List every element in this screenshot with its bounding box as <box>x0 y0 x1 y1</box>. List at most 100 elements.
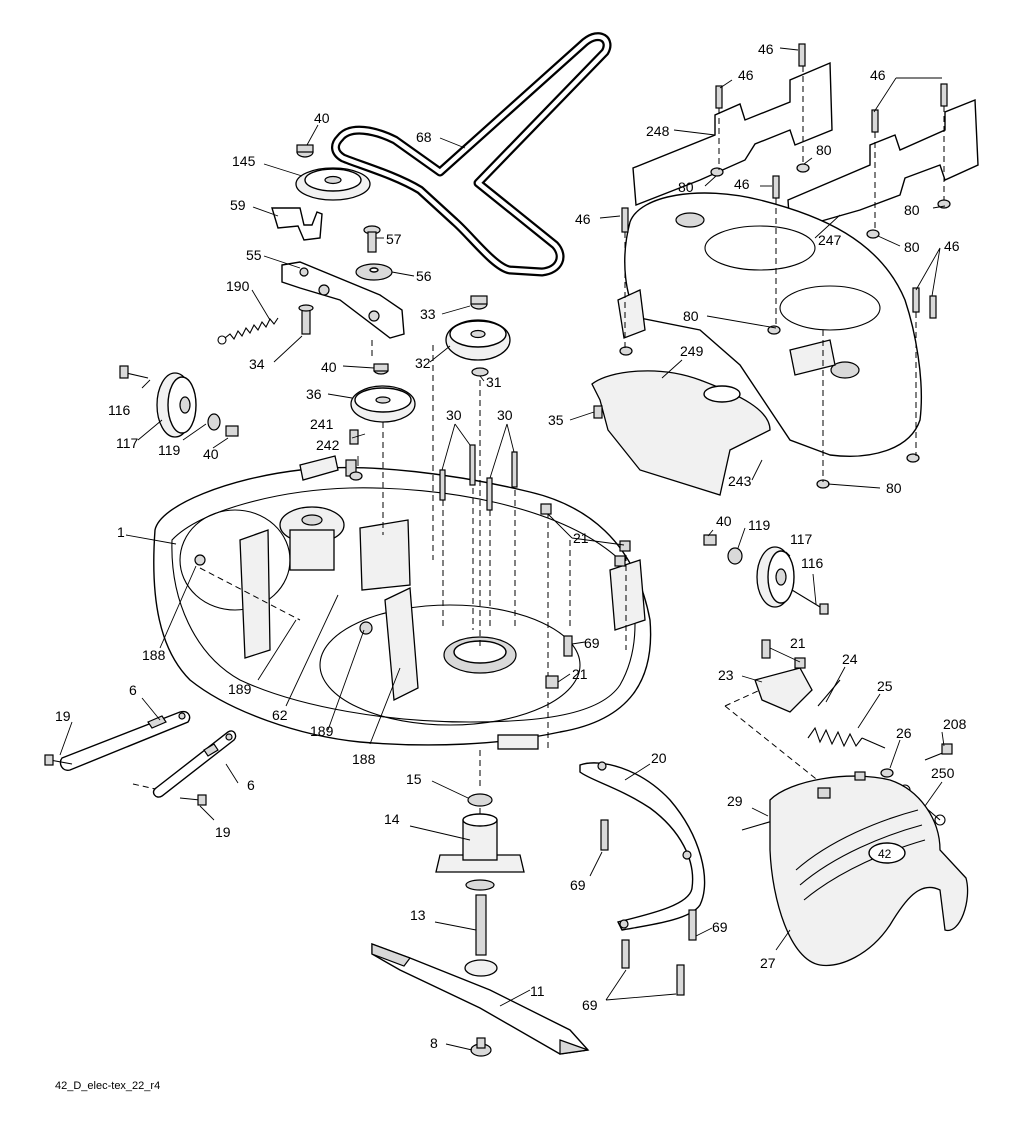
pulley-36 <box>350 385 416 423</box>
spacer-56 <box>355 263 393 281</box>
callout-25: 25 <box>877 678 893 694</box>
deck-cover-243 <box>617 192 923 457</box>
callout-46: 46 <box>738 67 754 83</box>
callout-40: 40 <box>203 446 219 462</box>
bolt-34 <box>298 304 314 335</box>
callout-21: 21 <box>572 666 588 682</box>
callout-6: 6 <box>129 682 137 698</box>
bolts-69 <box>600 819 697 996</box>
callout-6: 6 <box>247 777 255 793</box>
callout-241: 241 <box>310 416 334 432</box>
callout-116: 116 <box>108 402 131 418</box>
callout-31: 31 <box>486 374 502 390</box>
callout-80: 80 <box>683 308 699 324</box>
callout-35: 35 <box>548 412 564 428</box>
callout-21: 21 <box>573 530 589 546</box>
callout-30: 30 <box>446 407 462 423</box>
callout-40: 40 <box>314 110 330 126</box>
callout-20: 20 <box>651 750 667 766</box>
leader-lines <box>59 47 946 1051</box>
callout-68: 68 <box>416 129 432 145</box>
spring-190 <box>217 317 279 345</box>
cover-dashed-lines <box>624 66 945 482</box>
deck-bolts-30 <box>439 444 518 511</box>
drive-belt <box>331 32 612 277</box>
callout-69: 69 <box>712 919 728 935</box>
callout-21: 21 <box>790 635 806 651</box>
bearing-15 <box>467 793 493 807</box>
callout-69: 69 <box>584 635 600 651</box>
callout-62: 62 <box>272 707 288 723</box>
callout-188: 188 <box>352 751 376 767</box>
callout-23: 23 <box>718 667 734 683</box>
nuts-21 <box>540 503 631 689</box>
bolt-19-lower <box>179 794 207 806</box>
pin-24 <box>817 679 841 707</box>
callout-119: 119 <box>748 517 771 533</box>
callout-40: 40 <box>716 513 732 529</box>
gauge-wheel-right <box>703 534 829 615</box>
callout-1: 1 <box>117 524 125 540</box>
callout-248: 248 <box>646 123 670 139</box>
callout-46: 46 <box>870 67 886 83</box>
callout-14: 14 <box>384 811 400 827</box>
bolt-19-upper <box>44 754 73 766</box>
callout-55: 55 <box>246 247 262 263</box>
discharge-chute-27 <box>769 771 969 967</box>
callout-13: 13 <box>410 907 426 923</box>
callout-80: 80 <box>904 202 920 218</box>
callout-29: 29 <box>727 793 743 809</box>
callout-36: 36 <box>306 386 322 402</box>
callout-33: 33 <box>420 306 436 322</box>
callout-34: 34 <box>249 356 265 372</box>
deck-link-6-upper <box>59 710 191 771</box>
callout-250: 250 <box>931 765 955 781</box>
deck-link-6-lower <box>152 730 237 798</box>
gauge-wheel-left <box>119 365 239 438</box>
spindle-housing-14 <box>435 813 525 891</box>
callout-46: 46 <box>734 176 750 192</box>
diagram-code: 42_D_elec-tex_22_r4 <box>55 1080 161 1092</box>
bolt-208 <box>924 743 953 761</box>
callout-189: 189 <box>310 723 334 739</box>
callout-116: 116 <box>801 555 824 571</box>
callout-19: 19 <box>215 824 231 840</box>
mower-deck-1 <box>153 429 652 750</box>
callout-24: 24 <box>842 651 858 667</box>
nut-40-mid <box>373 363 389 375</box>
callout-15: 15 <box>406 771 422 787</box>
callout-46: 46 <box>944 238 960 254</box>
pulley-32 <box>445 319 511 361</box>
callout-80: 80 <box>904 239 920 255</box>
callout-117: 117 <box>116 435 139 451</box>
chute-emblem: 42 <box>878 847 892 861</box>
callout-26: 26 <box>896 725 912 741</box>
callout-189: 189 <box>228 681 252 697</box>
callout-46: 46 <box>575 211 591 227</box>
belt-shield-247 <box>787 98 979 231</box>
callout-190: 190 <box>226 278 250 294</box>
callout-19: 19 <box>55 708 71 724</box>
callout-247: 247 <box>818 232 842 248</box>
idler-pulley-145 <box>295 167 371 201</box>
callout-8: 8 <box>430 1035 438 1051</box>
callout-56: 56 <box>416 268 432 284</box>
callout-145: 145 <box>232 153 256 169</box>
idler-arm-55 <box>281 261 405 339</box>
callout-249: 249 <box>680 343 704 359</box>
chute-bracket-23 <box>754 639 813 713</box>
callout-80: 80 <box>886 480 902 496</box>
chute-deflector-249 <box>591 370 771 496</box>
blade-11 <box>371 942 590 1055</box>
callout-117: 117 <box>790 531 813 547</box>
spindle-shaft-13 <box>464 894 498 977</box>
callout-69: 69 <box>570 877 586 893</box>
pulley-guard-59 <box>271 207 323 241</box>
callout-188: 188 <box>142 647 166 663</box>
nut-40-top <box>296 144 314 158</box>
blade-bolt-8 <box>470 1037 492 1057</box>
nut-33 <box>470 295 488 310</box>
callout-27: 27 <box>760 955 776 971</box>
spring-25 <box>807 726 886 749</box>
